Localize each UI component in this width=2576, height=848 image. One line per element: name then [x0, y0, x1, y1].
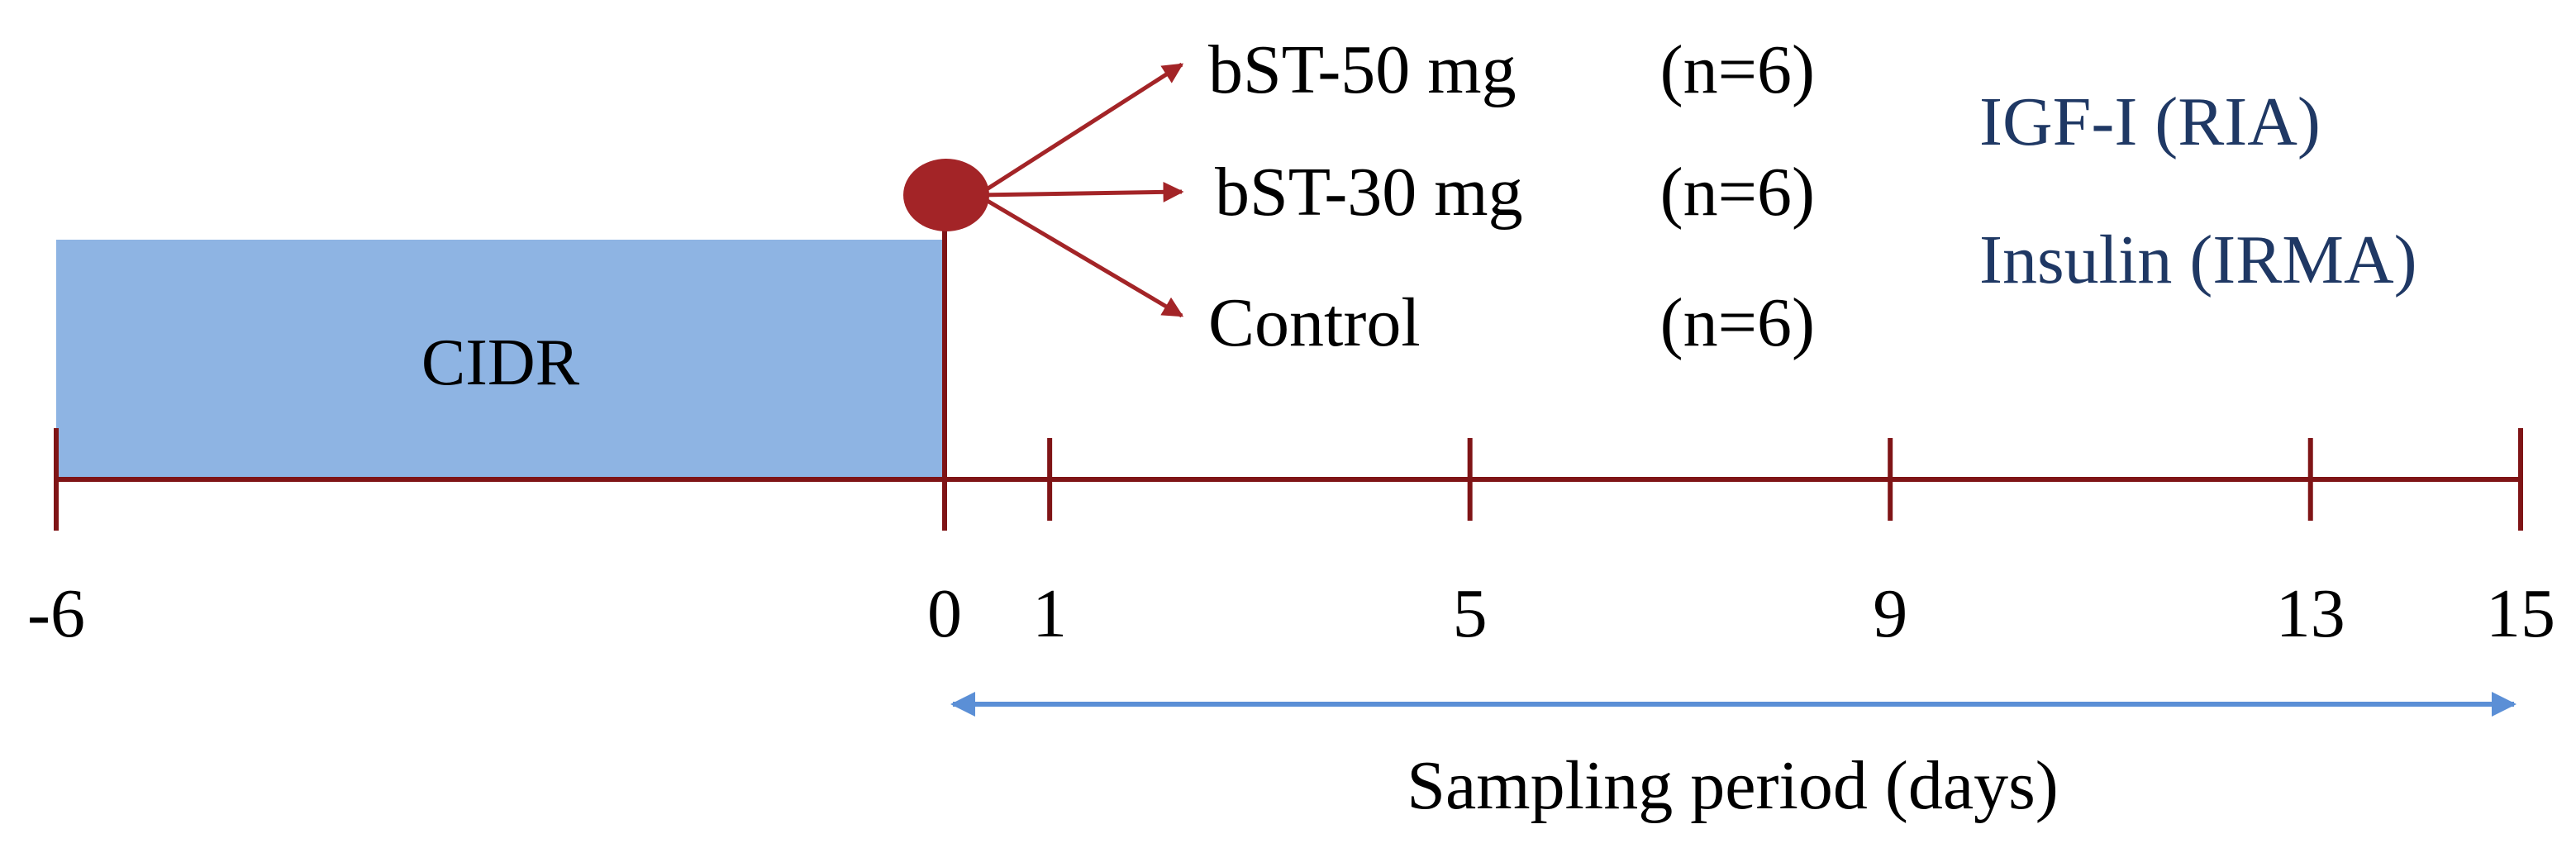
- tick-label-6: 15: [2486, 575, 2555, 652]
- treatment-group-arrows: [976, 62, 1184, 318]
- group-n-control: (n=6): [1660, 284, 1815, 361]
- group-label-bst30: bST-30 mg: [1215, 154, 1523, 231]
- tick-label-5: 13: [2276, 575, 2345, 652]
- tick-label-2: 1: [1032, 575, 1067, 652]
- assay-igf1-label: IGF-I (RIA): [1979, 83, 2321, 160]
- group-label-control: Control: [1208, 284, 1421, 361]
- group-arrow-0: [976, 62, 1184, 198]
- tick-label-1: 0: [927, 575, 962, 652]
- assay-insulin-label: Insulin (IRMA): [1979, 222, 2417, 298]
- group-label-bst50: bST-50 mg: [1208, 31, 1517, 108]
- treatment-marker-dot: [903, 159, 989, 231]
- sampling-period-label: Sampling period (days): [1407, 747, 2059, 824]
- tick-label-0: -6: [27, 575, 85, 652]
- group-arrow-1: [977, 181, 1184, 202]
- cidr-label: CIDR: [421, 326, 580, 399]
- group-n-bst30: (n=6): [1660, 154, 1815, 231]
- group-n-bst50: (n=6): [1660, 31, 1815, 108]
- tick-label-4: 9: [1873, 575, 1907, 652]
- cidr-box: [56, 240, 945, 479]
- group-arrow-2: [976, 193, 1184, 318]
- tick-label-3: 5: [1453, 575, 1488, 652]
